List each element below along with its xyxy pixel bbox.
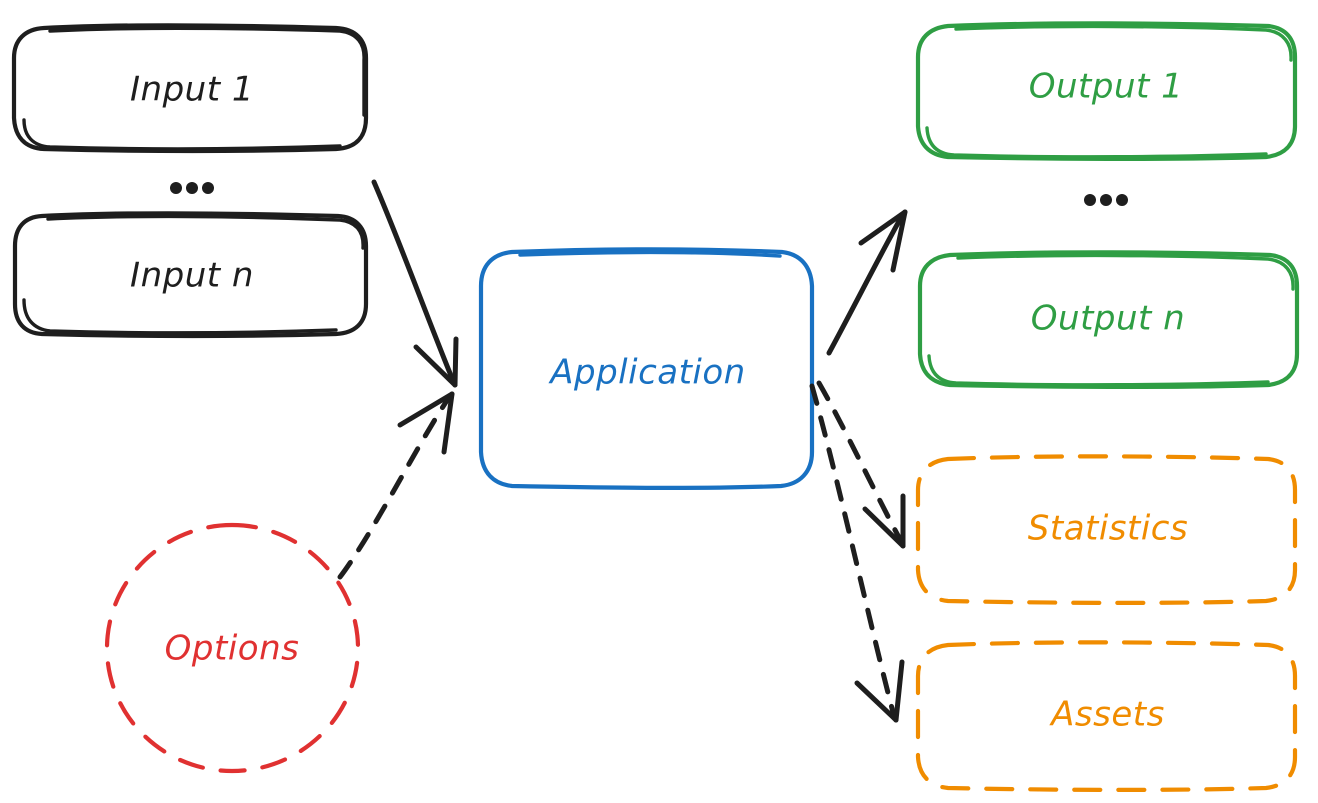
application-to-outputs-line	[826, 211, 906, 356]
output-1-border	[915, 21, 1298, 161]
application-border	[478, 247, 815, 490]
edge-application-to-assets	[809, 383, 905, 723]
input-n-border-overdraw-2	[22, 298, 338, 335]
input-n-border-overdraw	[46, 214, 365, 250]
input-ellipsis: ...	[170, 182, 214, 194]
options-border	[104, 522, 361, 774]
statistics-label: Statistics	[1028, 509, 1188, 549]
output-1-border-overdraw-2	[925, 126, 1268, 159]
inputs-to-application-line	[371, 179, 457, 386]
output-n-border-overdraw-2	[927, 354, 1270, 387]
edge-application-to-outputs	[826, 209, 908, 356]
output-n-label: Output n	[1031, 299, 1185, 339]
input-1-border	[11, 23, 369, 153]
options-to-application-line	[337, 393, 453, 580]
node-statistics[interactable]: Statistics	[915, 454, 1298, 605]
application-to-assets-head-left	[854, 680, 899, 723]
node-application[interactable]: Application	[478, 247, 815, 490]
node-output-1[interactable]: Output 1	[915, 21, 1298, 161]
output-n-border	[917, 250, 1300, 389]
input-1-border-overdraw-2	[22, 118, 342, 151]
input-n-label: Input n	[130, 256, 254, 296]
node-input-1[interactable]: Input 1	[11, 23, 369, 153]
inputs-to-application-head-right	[452, 336, 459, 388]
application-to-outputs-head-right	[890, 209, 908, 273]
edge-options-to-application	[337, 391, 455, 580]
output-1-label: Output 1	[1029, 67, 1184, 107]
output-n-border-overdraw	[956, 253, 1295, 291]
application-to-outputs-head-left	[858, 209, 908, 246]
node-input-n[interactable]: Input n	[12, 211, 369, 338]
output-1-border-overdraw	[954, 24, 1293, 62]
statistics-border	[915, 454, 1298, 605]
application-to-statistics-line	[816, 380, 905, 546]
inputs-to-application-head-left	[413, 344, 458, 388]
application-border-overdraw	[518, 250, 782, 258]
edge-inputs-to-application	[371, 179, 459, 388]
assets-border	[915, 640, 1298, 792]
node-options[interactable]: Options	[104, 522, 361, 774]
input-1-label: Input 1	[130, 70, 254, 110]
options-label: Options	[165, 629, 300, 669]
node-output-n[interactable]: Output n	[917, 250, 1300, 389]
edge-application-to-statistics	[816, 380, 906, 549]
options-to-application-head-right	[441, 391, 455, 455]
assets-label: Assets	[1049, 695, 1165, 735]
output-ellipsis: ...	[1084, 194, 1128, 206]
application-to-assets-head-right	[893, 659, 905, 723]
input-1-border-overdraw	[48, 26, 366, 117]
options-to-application-head-left	[397, 391, 455, 428]
application-label: Application	[548, 353, 745, 393]
application-to-assets-line	[809, 383, 897, 719]
node-assets[interactable]: Assets	[915, 640, 1298, 792]
application-to-statistics-head-left	[862, 506, 906, 549]
input-n-border	[12, 211, 369, 338]
